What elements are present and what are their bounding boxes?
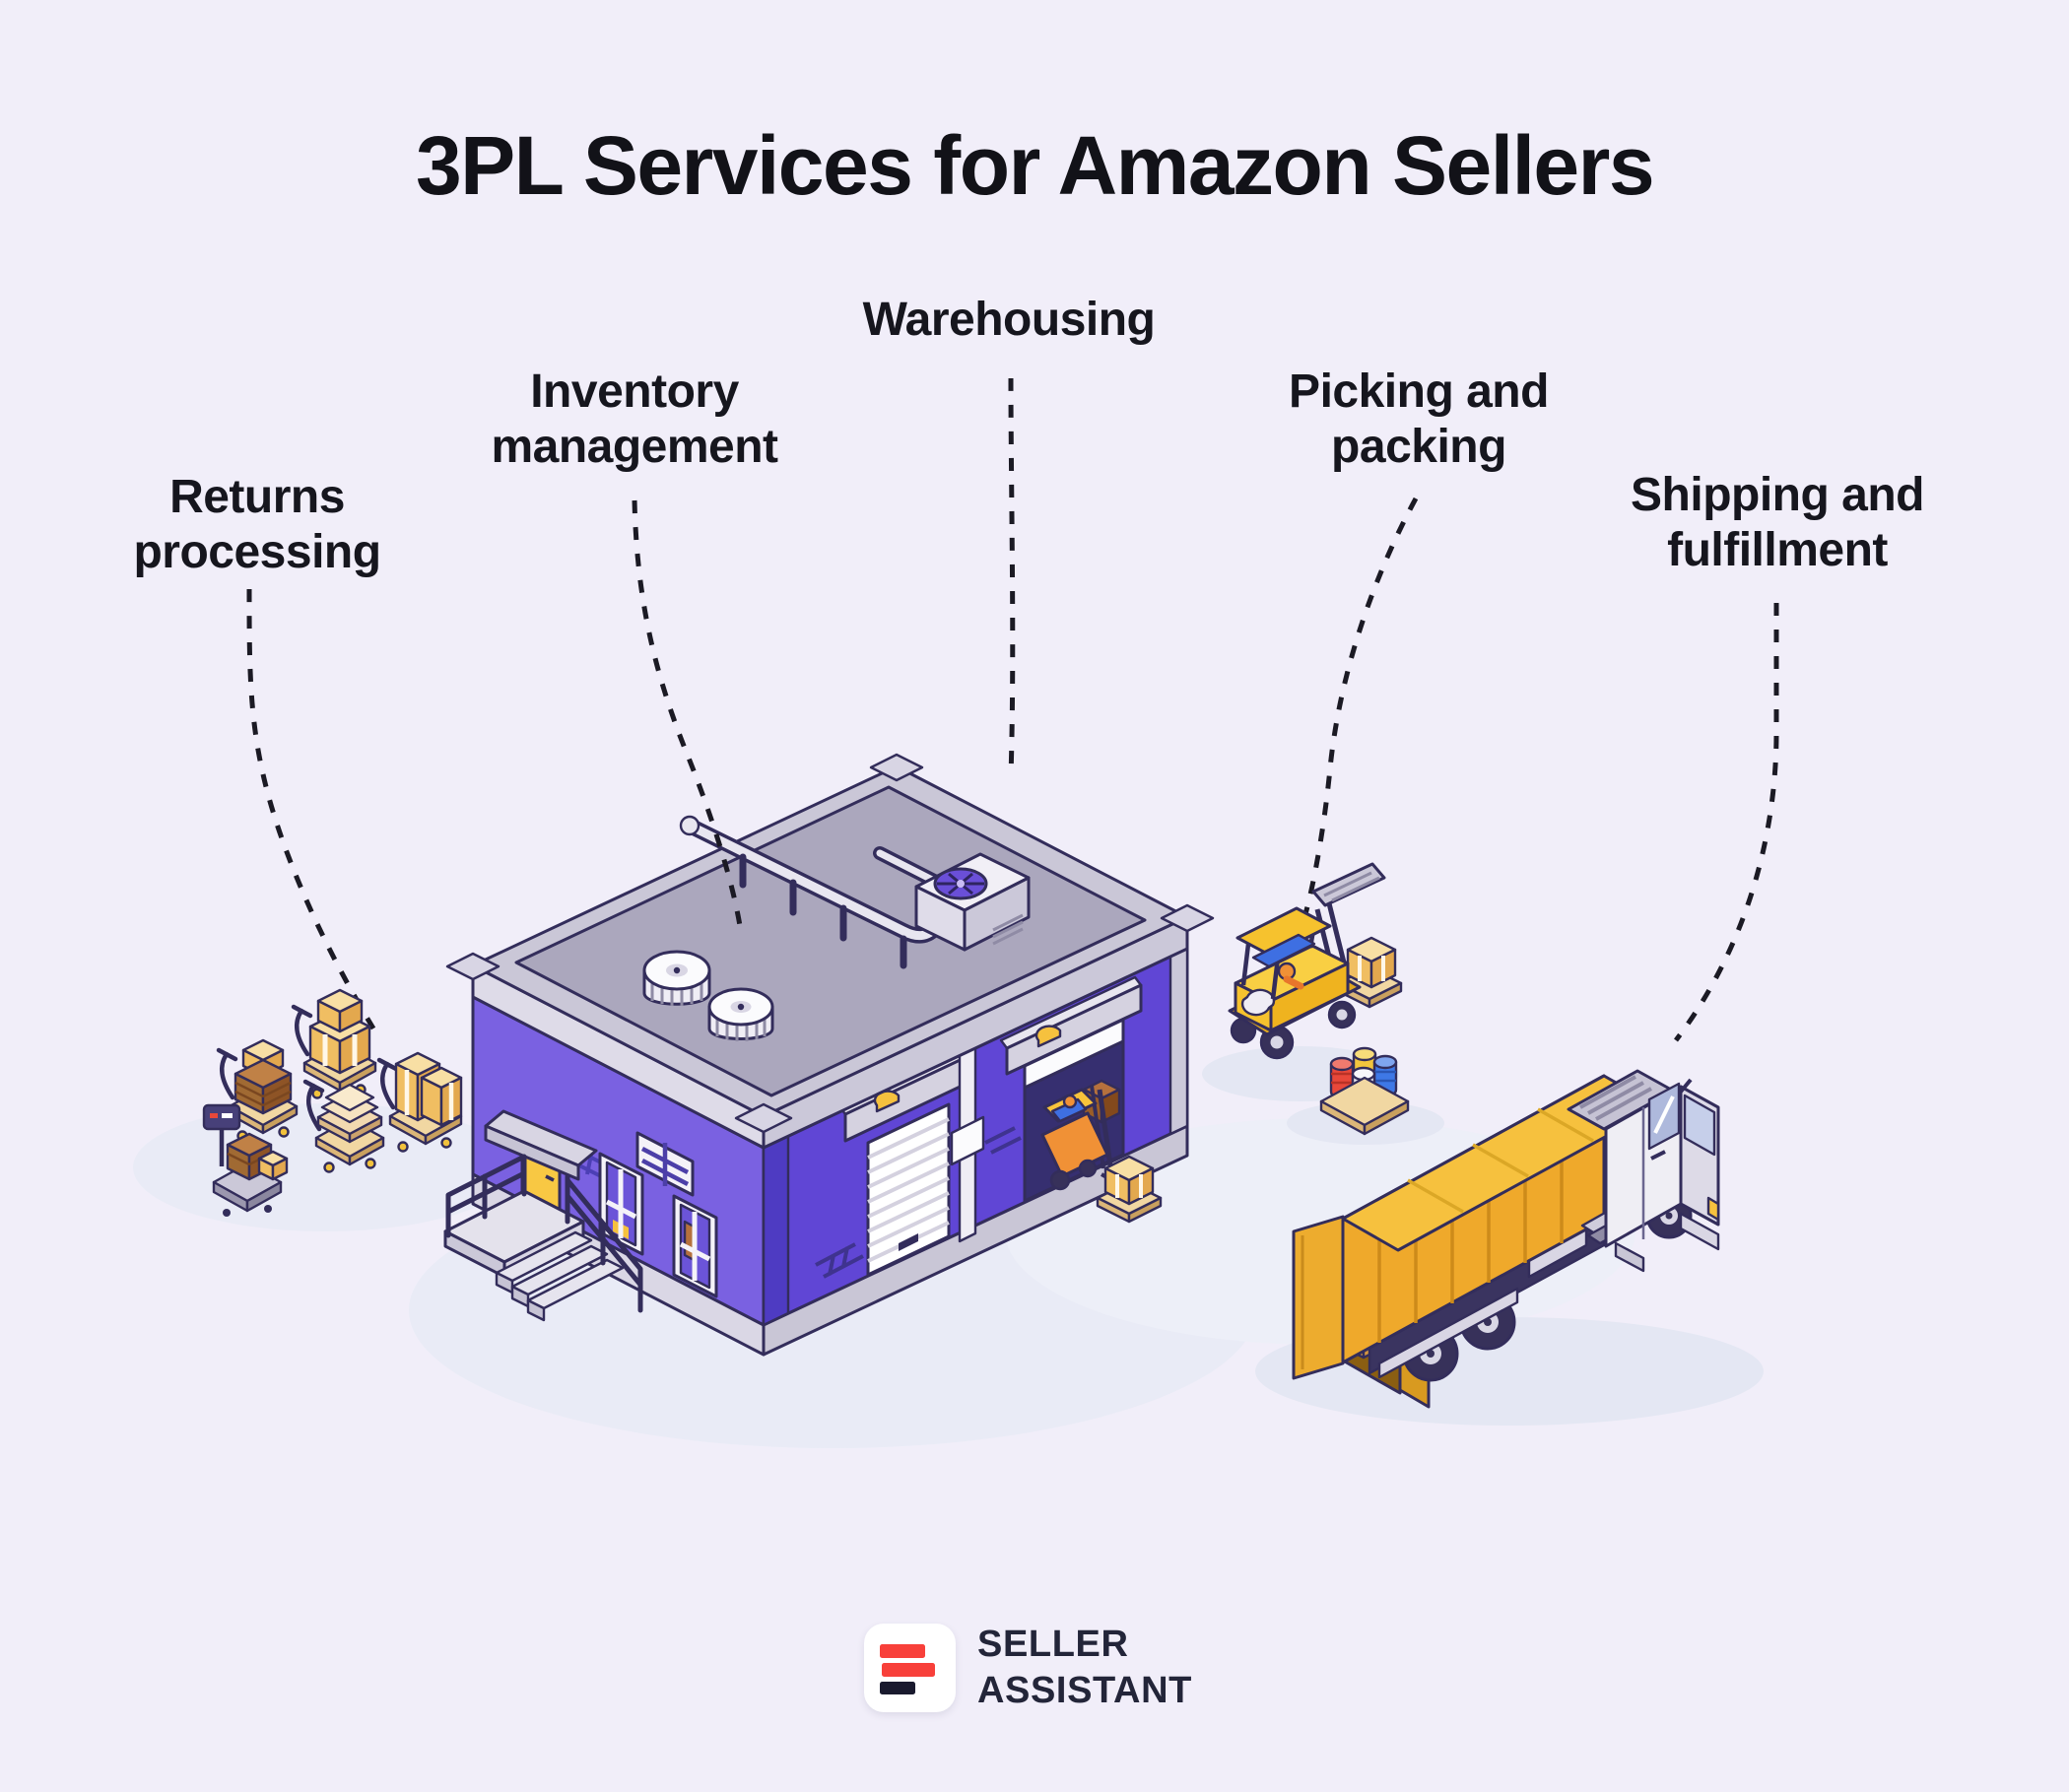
label-returns-processing: Returns processing [133, 470, 381, 580]
pallet-lumber [302, 1079, 385, 1173]
label-inventory-management: Inventory management [491, 365, 778, 475]
logo-bar-navy [880, 1682, 915, 1694]
downpipe [950, 1040, 985, 1243]
label-warehousing: Warehousing [863, 293, 1156, 348]
pallet-tall-boxes [376, 1051, 463, 1153]
connector-returns [246, 588, 376, 1030]
label-picking-packing: Picking and packing [1289, 365, 1549, 475]
roof-vents-illustration [642, 950, 774, 1041]
returns-pallet-jacks-illustration [202, 988, 463, 1217]
label-shipping-line1: Shipping and [1631, 469, 1924, 521]
wall-cracks [815, 1126, 1022, 1279]
window-2 [672, 1194, 718, 1298]
dotted-connectors [246, 377, 1779, 1042]
vent-sign [635, 1131, 695, 1197]
closed-garage-door [866, 1102, 951, 1277]
weighing-scale-illustration [202, 1103, 289, 1217]
connector-inventory [632, 499, 744, 933]
barrel-pallet-illustration [1319, 1046, 1410, 1136]
delivery-truck-illustration [1292, 1069, 1720, 1409]
label-shipping-line2: fulfillment [1667, 524, 1888, 576]
brand-name: SELLER ASSISTANT [977, 1622, 1192, 1714]
connector-shipping [1674, 603, 1779, 1042]
connector-picking [1296, 497, 1419, 937]
page-title: 3PL Services for Amazon Sellers [415, 119, 1655, 212]
brand-name-line1: SELLER [977, 1624, 1129, 1665]
label-inventory-line2: management [491, 421, 778, 473]
warehouse-building-illustration [443, 753, 1215, 1357]
logo-bar-red-1 [880, 1644, 925, 1658]
dock-forklift-illustration [1040, 1085, 1163, 1224]
entrance-stairs [443, 1154, 643, 1322]
label-shipping-fulfillment: Shipping and fulfillment [1631, 468, 1924, 578]
logo-bar-red-2 [882, 1663, 935, 1677]
forklift-driver [1062, 1094, 1078, 1109]
picking-forklift-illustration [1228, 862, 1403, 1060]
label-picking-line1: Picking and [1289, 365, 1549, 418]
connector-warehousing [1008, 377, 1016, 777]
label-picking-line2: packing [1331, 421, 1506, 473]
label-warehousing-line: Warehousing [862, 294, 1156, 346]
label-returns-line1: Returns [169, 471, 345, 523]
label-returns-line2: processing [133, 526, 381, 578]
open-garage-door [1023, 1018, 1163, 1224]
pallet-stacked-boxes [291, 988, 377, 1099]
brand-name-line2: ASSISTANT [977, 1670, 1192, 1711]
seller-assistant-logo-icon [864, 1624, 956, 1712]
label-inventory-line1: Inventory [530, 365, 739, 418]
roof-hvac-unit-illustration [914, 852, 1031, 952]
